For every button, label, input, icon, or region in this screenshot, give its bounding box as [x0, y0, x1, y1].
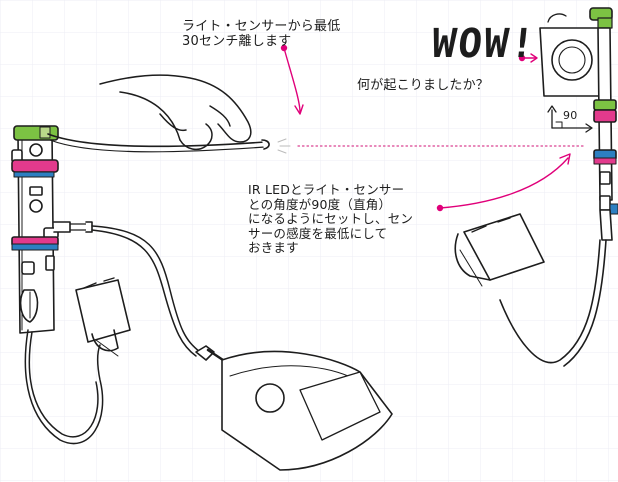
battery-icon-right [454, 213, 545, 287]
battery-icon [75, 277, 131, 357]
annotation-arrows [280, 44, 571, 212]
speaker-icon [195, 345, 393, 471]
wow-label: WOW! [429, 21, 539, 67]
distance-note: ライト・センサーから最低 30センチ離します [182, 19, 341, 49]
angle-marker [547, 105, 593, 133]
angle-value-label: 90 [563, 109, 578, 122]
ir-beam [277, 138, 585, 154]
setup-note: IR LEDとライト・センサー との角度が90度（直角） になるようにセットし、… [248, 182, 414, 255]
ir-led-icon [11, 125, 270, 334]
light-sensor-icon [499, 7, 618, 367]
left-cables [24, 225, 201, 445]
hand-icon [99, 74, 252, 151]
question-label: 何が起こりましたか？ [357, 78, 490, 93]
